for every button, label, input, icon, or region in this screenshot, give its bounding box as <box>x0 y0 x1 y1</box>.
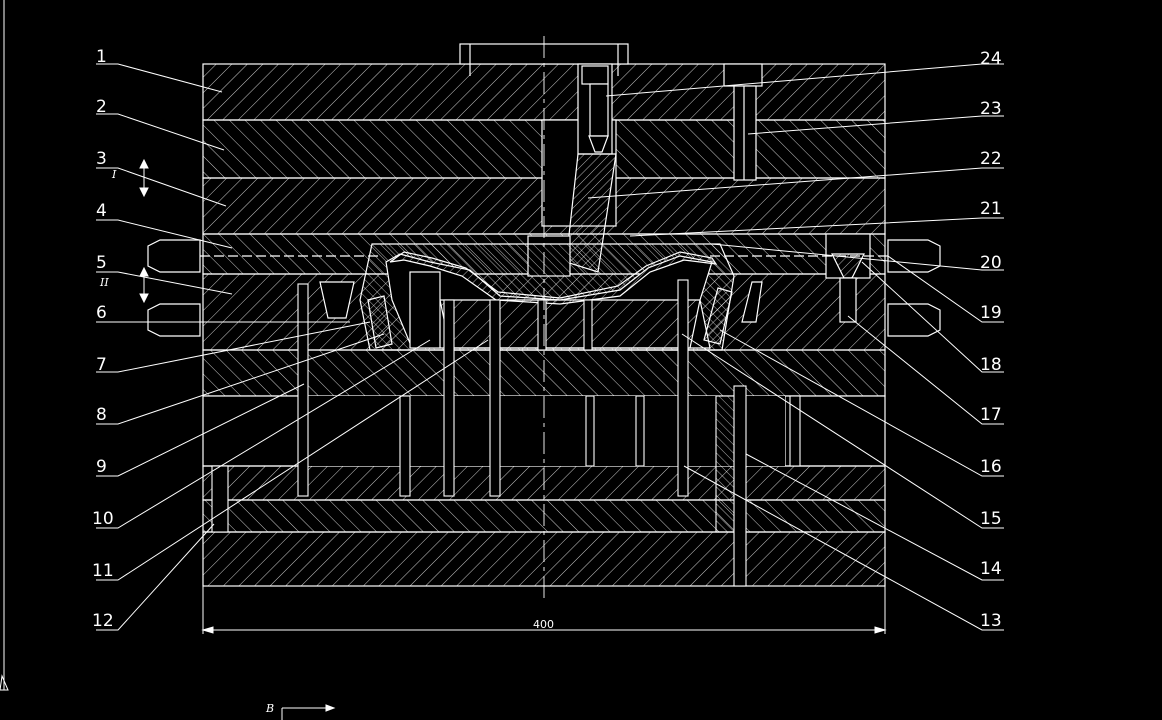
callout-4: 4 <box>96 201 107 221</box>
callout-17: 17 <box>980 405 1002 425</box>
callout-18: 18 <box>980 355 1002 375</box>
spacer-block-left <box>202 395 304 467</box>
width-dimension-value: 400 <box>533 618 554 631</box>
cooling-nozzles <box>147 239 941 337</box>
callout-20: 20 <box>980 253 1002 273</box>
callout-6: 6 <box>96 303 107 323</box>
callout-24: 24 <box>980 49 1002 69</box>
screw-top-right <box>723 63 763 181</box>
callout-23: 23 <box>980 99 1002 119</box>
callout-11: 11 <box>92 561 114 581</box>
parting-line-marks <box>139 158 149 304</box>
callout-22: 22 <box>980 149 1002 169</box>
angled-lifters <box>319 281 763 349</box>
right-callouts: 24 23 22 21 20 19 18 17 16 15 14 13 <box>980 49 1002 631</box>
pins <box>211 279 801 587</box>
callout-16: 16 <box>980 457 1002 477</box>
product-shell <box>389 251 718 305</box>
width-dimension <box>201 586 887 634</box>
callout-3: 3 <box>96 149 107 169</box>
callout-10: 10 <box>92 509 114 529</box>
callout-13: 13 <box>980 611 1002 631</box>
callout-2: 2 <box>96 97 107 117</box>
callout-19: 19 <box>980 303 1002 323</box>
parting-mark-ii: II <box>99 276 109 289</box>
callout-1: 1 <box>96 47 107 67</box>
callout-5: 5 <box>96 253 107 273</box>
callout-8: 8 <box>96 405 107 425</box>
callout-15: 15 <box>980 509 1002 529</box>
callout-7: 7 <box>96 355 107 375</box>
slide-right <box>825 233 871 323</box>
parting-mark-i: I <box>111 168 117 181</box>
left-callouts: 1 2 3 4 5 6 7 8 9 10 11 12 <box>92 47 114 631</box>
section-view-marker <box>281 704 336 720</box>
mold-core <box>359 243 735 351</box>
ucs-icon <box>0 0 9 691</box>
view-marker-label: B <box>265 702 274 715</box>
leader-lines <box>96 63 1004 631</box>
callout-21: 21 <box>980 199 1002 219</box>
callout-14: 14 <box>980 559 1002 579</box>
callout-12: 12 <box>92 611 114 631</box>
callout-9: 9 <box>96 457 107 477</box>
